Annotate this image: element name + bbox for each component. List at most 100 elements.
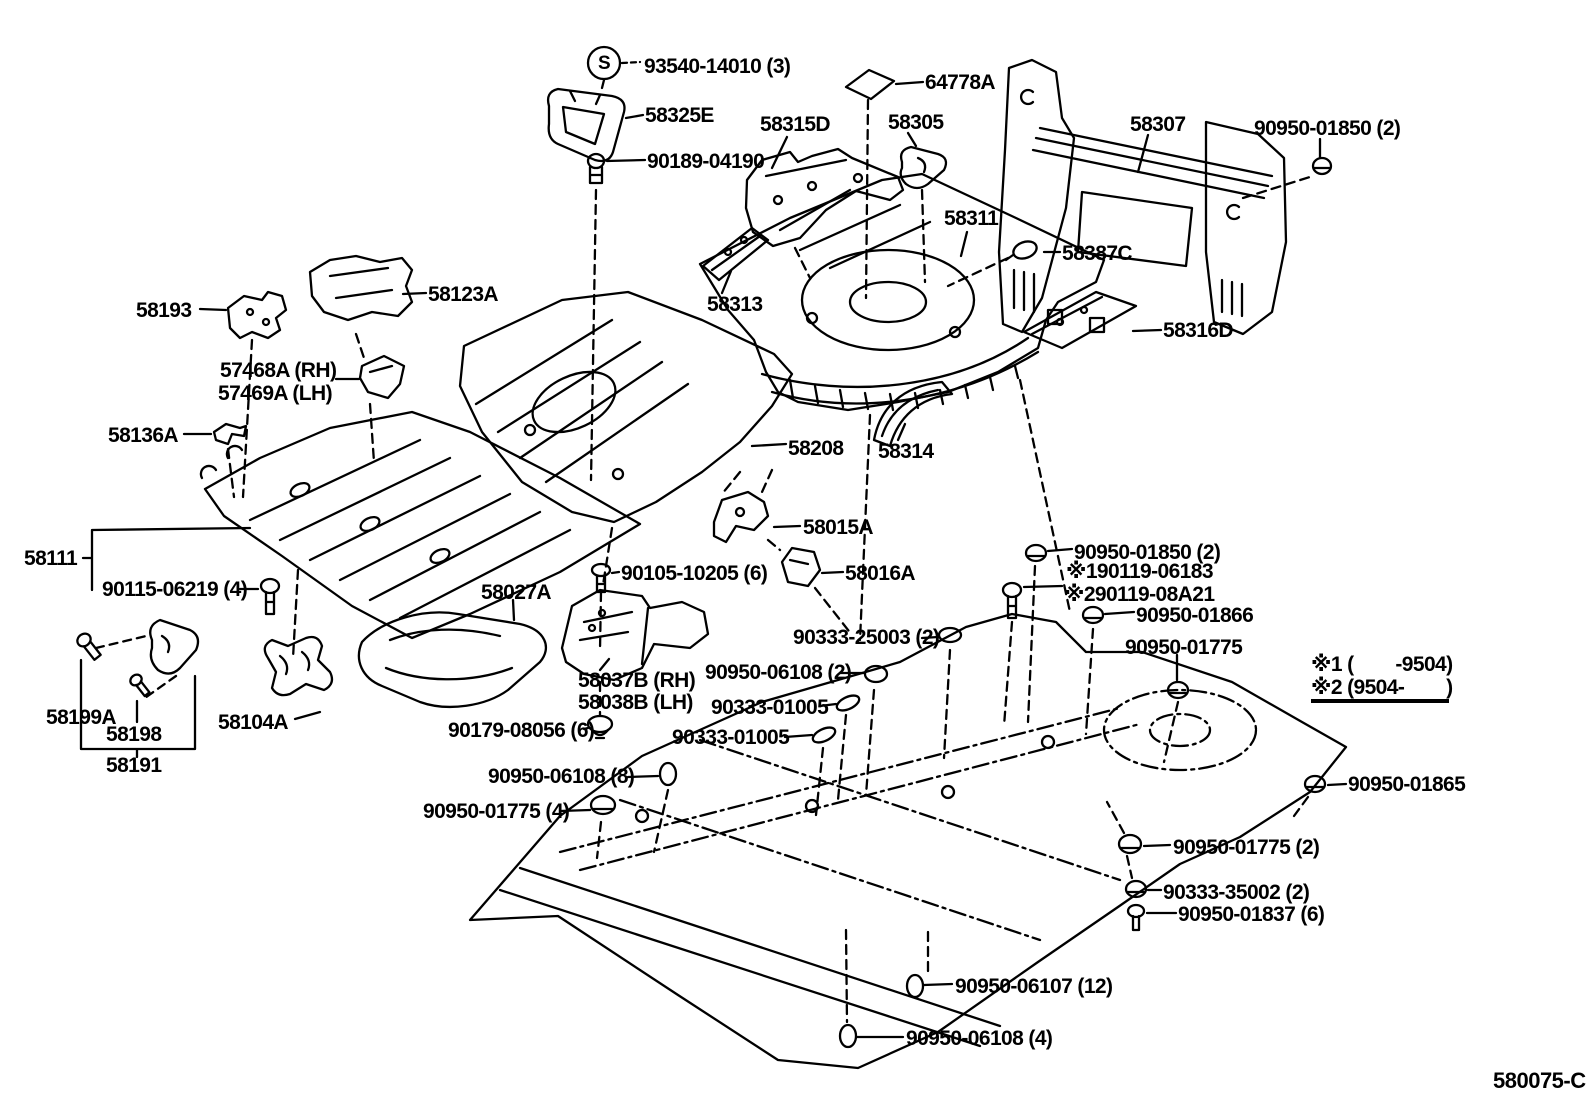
label-58016a: 58016A bbox=[845, 562, 916, 585]
label-90950-01850-top: 90950-01850 (2) bbox=[1254, 117, 1401, 140]
label-90119-08a21: ※290119-08A21 bbox=[1064, 583, 1215, 606]
plug-06108-2-icon bbox=[838, 664, 889, 797]
front-floor-pan-58208-drawing bbox=[458, 290, 1072, 642]
label-58191: 58191 bbox=[106, 754, 162, 777]
bracket-58037b-drawing bbox=[560, 588, 710, 718]
label-58311: 58311 bbox=[944, 207, 999, 230]
label-58387c: 58387C bbox=[1062, 242, 1133, 265]
label-58316d: 58316D bbox=[1163, 319, 1234, 342]
label-90950-01866: 90950-01866 bbox=[1136, 604, 1254, 627]
note-production-range-2: ※2 (9504- ) bbox=[1311, 676, 1453, 699]
bracket-57468a-drawing bbox=[334, 354, 406, 400]
strip-58316d-drawing bbox=[1022, 290, 1163, 350]
grommet-01866-icon bbox=[1081, 605, 1136, 736]
screw-90189-icon bbox=[586, 152, 647, 185]
grommet-01775-2-icon bbox=[1105, 800, 1172, 880]
label-58313: 58313 bbox=[707, 293, 763, 316]
grommet-01865-icon bbox=[1292, 774, 1348, 818]
label-58315d: 58315D bbox=[760, 113, 831, 136]
label-57468a: 57468A (RH) bbox=[220, 359, 337, 382]
label-90950-06108-8: 90950-06108 (8) bbox=[488, 765, 635, 788]
strip-58314-drawing bbox=[872, 380, 954, 448]
label-58111: 58111 bbox=[24, 547, 78, 570]
grommet-90179-icon bbox=[582, 714, 614, 740]
bracket-58315d-drawing bbox=[744, 135, 905, 280]
label-90950-01775-mid: 90950-01775 bbox=[1125, 636, 1243, 659]
strip-58313-drawing bbox=[701, 226, 770, 295]
bracket-58123a-drawing bbox=[308, 254, 428, 322]
bracket-58104a-drawing bbox=[263, 635, 334, 721]
clip-01005-a-icon bbox=[818, 694, 861, 802]
label-90333-25003: 90333-25003 (2) bbox=[793, 626, 940, 649]
label-90333-01005-a: 90333-01005 bbox=[711, 696, 829, 719]
label-58307: 58307 bbox=[1130, 113, 1186, 136]
drawing-number: 580075-C bbox=[1493, 1068, 1586, 1093]
bracket-58016a-drawing bbox=[780, 546, 854, 637]
plug-06108-8-icon bbox=[626, 761, 678, 854]
label-58314: 58314 bbox=[878, 440, 934, 463]
bolt-90115-icon bbox=[259, 577, 281, 616]
assembly-dash-s-column bbox=[589, 78, 606, 482]
clip-01005-b-icon bbox=[783, 726, 837, 817]
fuel-tank-band-cluster-drawing bbox=[76, 618, 200, 759]
bracket-58015a-drawing bbox=[712, 468, 802, 552]
grommet-35002-icon bbox=[1124, 879, 1163, 899]
label-58104a: 58104A bbox=[218, 711, 289, 734]
label-93540-14010: 93540-14010 (3) bbox=[644, 55, 791, 78]
screw-01837-icon bbox=[1126, 903, 1178, 932]
label-58038b: 58038B (LH) bbox=[578, 691, 693, 714]
label-90333-01005-b: 90333-01005 bbox=[672, 726, 790, 749]
label-58015a: 58015A bbox=[803, 516, 874, 539]
label-90950-06107: 90950-06107 (12) bbox=[955, 975, 1113, 998]
plug-06107-icon bbox=[905, 930, 954, 999]
label-90105-10205: 90105-10205 (6) bbox=[621, 562, 768, 585]
s-symbol-circle bbox=[586, 45, 642, 81]
grommet-01850-top-icon bbox=[1241, 137, 1333, 200]
pad-64778a-drawing bbox=[844, 68, 925, 300]
note-underline bbox=[1311, 699, 1449, 703]
label-58193: 58193 bbox=[136, 299, 192, 322]
grommet-01775-4-icon bbox=[558, 794, 617, 860]
label-90950-01775-2: 90950-01775 (2) bbox=[1173, 836, 1320, 859]
front-floor-pan-front-58027a-drawing bbox=[357, 598, 548, 708]
label-90950-06108-4: 90950-06108 (4) bbox=[906, 1027, 1053, 1050]
plug-06108-4-icon bbox=[838, 928, 905, 1049]
label-58325e: 58325E bbox=[645, 104, 714, 127]
label-90189-04190: 90189-04190 bbox=[647, 150, 765, 173]
bracket-58193-drawing bbox=[198, 290, 288, 340]
label-64778a: 64778A bbox=[925, 71, 996, 94]
label-58198: 58198 bbox=[106, 723, 162, 746]
grommet-01850-right-icon bbox=[1024, 543, 1074, 724]
label-90119-06183: ※190119-06183 bbox=[1066, 560, 1214, 583]
label-90950-01775-4: 90950-01775 (4) bbox=[423, 800, 570, 823]
label-57469a: 57469A (LH) bbox=[218, 382, 333, 405]
label-58208: 58208 bbox=[788, 437, 844, 460]
label-58305: 58305 bbox=[888, 111, 944, 134]
label-58037b: 58037B (RH) bbox=[578, 669, 696, 692]
label-58027a: 58027A bbox=[481, 581, 552, 604]
plug-25003-icon bbox=[920, 626, 963, 760]
clamp-58305-drawing bbox=[899, 131, 948, 284]
label-90950-01837: 90950-01837 (6) bbox=[1178, 903, 1325, 926]
rear-floor-pan-58311-drawing bbox=[698, 172, 1106, 412]
label-90115-06219: 90115-06219 (4) bbox=[102, 578, 248, 601]
label-90333-35002: 90333-35002 (2) bbox=[1163, 881, 1310, 904]
label-90179-08056: 90179-08056 (6) bbox=[448, 719, 595, 742]
screw-90105-icon bbox=[590, 562, 621, 594]
label-90950-01865: 90950-01865 bbox=[1348, 773, 1466, 796]
label-58136a: 58136A bbox=[108, 424, 179, 447]
assembly-dashes-left-cluster bbox=[226, 332, 376, 660]
bolt-90119-icon bbox=[1001, 581, 1064, 728]
center-floor-pan-58111-drawing bbox=[199, 410, 642, 640]
s-symbol-text: S bbox=[598, 53, 611, 74]
note-production-range-1: ※1 ( -9504) bbox=[1311, 653, 1453, 676]
service-hole-cover-58325e-drawing bbox=[546, 87, 645, 163]
callout-bracket-58111 bbox=[81, 526, 260, 592]
clip-58387c-icon bbox=[946, 240, 1062, 288]
label-90950-06108-2: 90950-06108 (2) bbox=[705, 661, 852, 684]
clip-58136a-drawing bbox=[182, 422, 248, 446]
label-58199a: 58199A bbox=[46, 706, 117, 729]
label-58123a: 58123A bbox=[428, 283, 499, 306]
